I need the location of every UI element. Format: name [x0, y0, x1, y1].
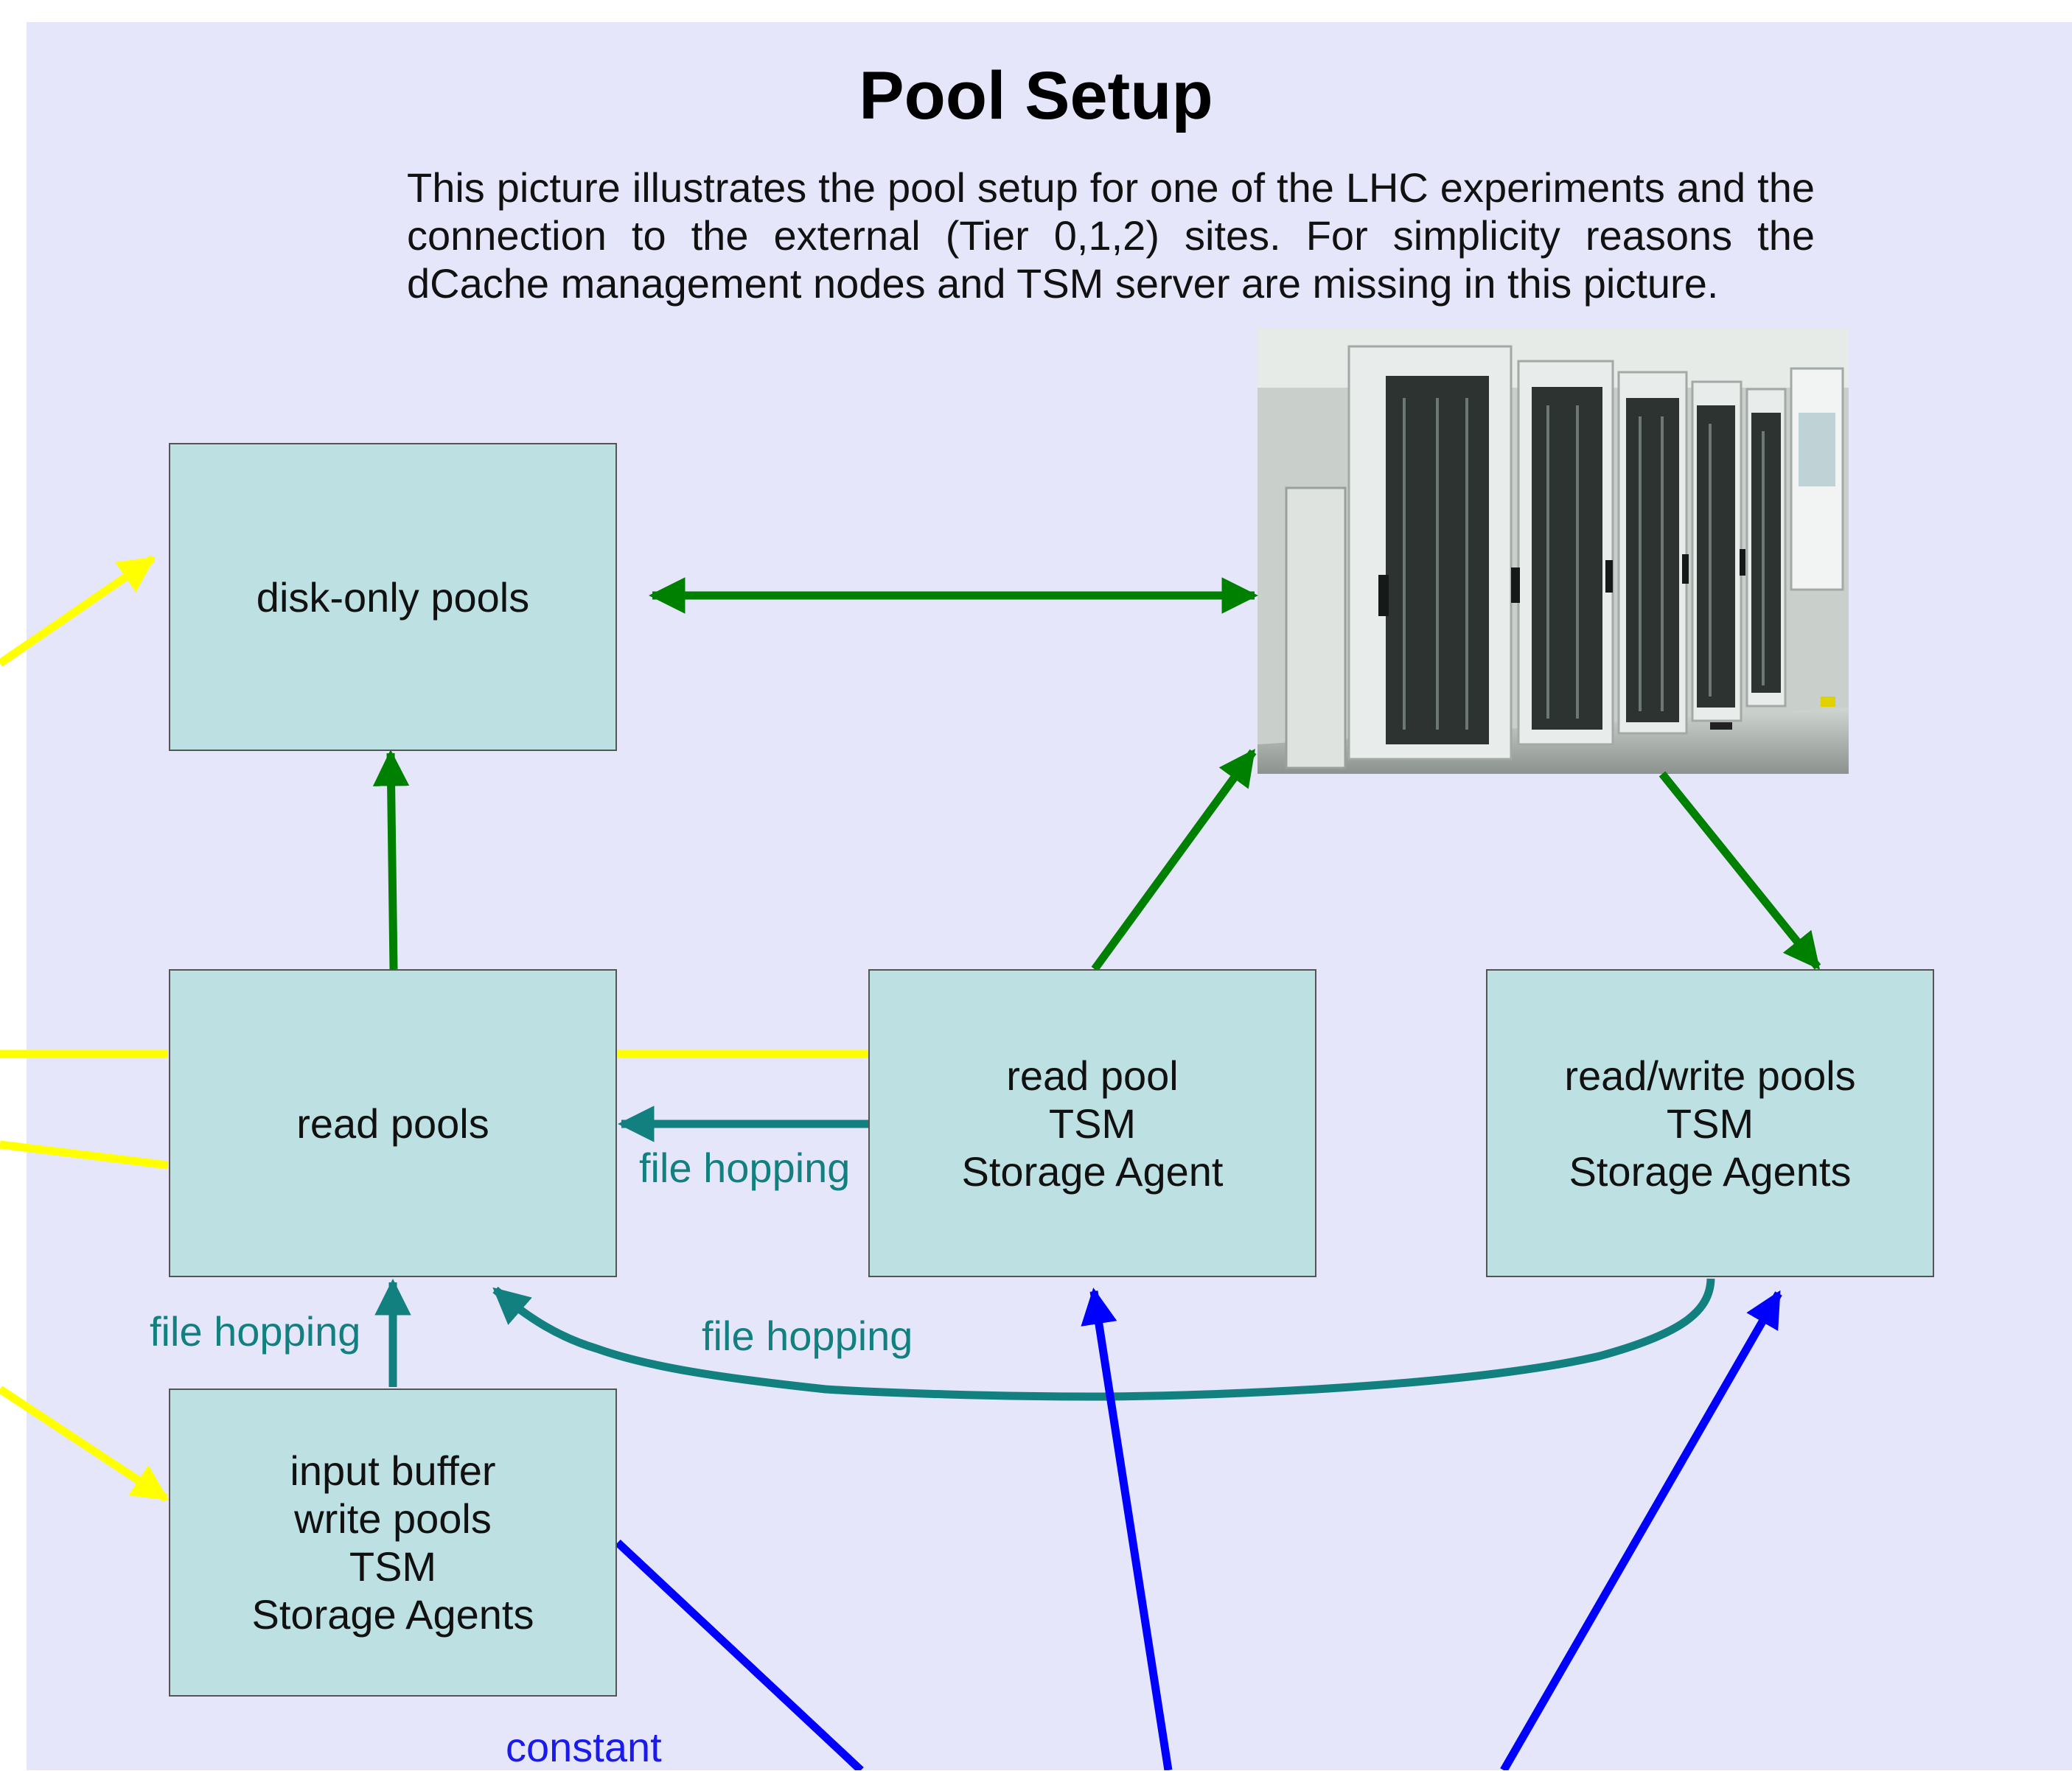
- box-label: TSM: [349, 1543, 437, 1590]
- file-hopping-label: file hopping: [639, 1145, 851, 1191]
- read-write-pools-box: read/write pools TSM Storage Agents: [1486, 969, 1934, 1277]
- server-room-photo: [1257, 329, 1849, 774]
- box-label: read pools: [296, 1100, 489, 1147]
- read-pool-tsm-box: read pool TSM Storage Agent: [868, 969, 1316, 1277]
- box-label: input buffer: [290, 1447, 496, 1494]
- box-label: Storage Agents: [1569, 1148, 1852, 1195]
- box-label: TSM: [1048, 1100, 1137, 1147]
- box-label: disk-only pools: [256, 573, 530, 621]
- box-label: read pool: [1006, 1052, 1179, 1099]
- box-label: write pools: [294, 1495, 492, 1542]
- constant-label: constant: [506, 1724, 662, 1770]
- file-hopping-label: file hopping: [150, 1308, 361, 1355]
- box-label: read/write pools: [1564, 1052, 1856, 1099]
- box-label: TSM: [1666, 1100, 1754, 1147]
- page-title: Pool Setup: [859, 58, 1213, 133]
- input-buffer-box: input buffer write pools TSM Storage Age…: [169, 1388, 617, 1697]
- file-hopping-label: file hopping: [702, 1313, 913, 1359]
- box-label: Storage Agents: [251, 1591, 534, 1638]
- disk-only-pools-box: disk-only pools: [169, 443, 617, 751]
- box-label: Storage Agent: [961, 1148, 1224, 1195]
- read-pools-box: read pools: [169, 969, 617, 1277]
- description-text: This picture illustrates the pool setup …: [407, 164, 1815, 307]
